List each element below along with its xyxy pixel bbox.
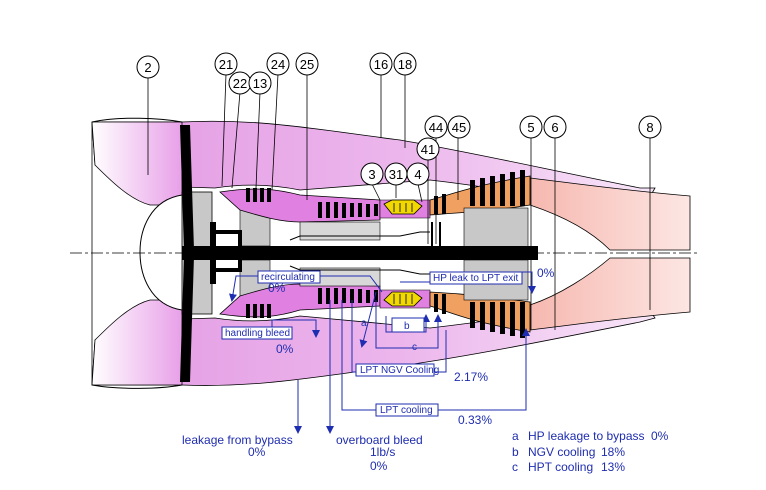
station-31: 31 xyxy=(389,167,403,182)
station-6: 6 xyxy=(551,120,558,135)
inlet-top xyxy=(91,121,183,206)
box-handling-bleed xyxy=(221,326,293,340)
station-45: 45 xyxy=(452,120,466,135)
box-lpt-cooling xyxy=(375,403,439,417)
lpt-ngv-label: LPT NGV Cooling xyxy=(360,365,439,376)
station-leader-lines xyxy=(147,73,651,330)
station-25: 25 xyxy=(300,57,314,72)
legend-value-c: 13% xyxy=(601,460,625,474)
flow-annotation-lines xyxy=(229,271,536,434)
legend-label-b: NGV cooling xyxy=(528,445,595,459)
handling-bleed-label: handling bleed xyxy=(225,328,290,339)
station-3: 3 xyxy=(368,167,375,182)
overboard-unit: 1lb/s xyxy=(370,445,395,459)
station-8: 8 xyxy=(646,120,653,135)
lpt-cooling-value: 0.33% xyxy=(458,413,492,427)
leakage-value: 0% xyxy=(248,445,266,459)
station-markers xyxy=(136,52,662,186)
hp-leak-value: 0% xyxy=(537,266,555,280)
handling-bleed-value: 0% xyxy=(276,342,294,356)
station-41: 41 xyxy=(421,142,435,157)
fan-blade-top xyxy=(180,125,194,250)
recirculating-label: recirculating xyxy=(261,272,315,283)
station-4: 4 xyxy=(414,167,421,182)
box-lpt-ngv xyxy=(355,363,435,377)
lpt-ngv-value: 2.17% xyxy=(454,370,488,384)
overboard-label: overboard bleed xyxy=(336,433,423,447)
hp-leak-label: HP leak to LPT exit xyxy=(433,273,518,284)
combustor-bottom xyxy=(379,289,431,309)
legend-key-b: b xyxy=(512,445,519,459)
leakage-label: leakage from bypass xyxy=(182,433,293,447)
lpt-cooling-label: LPT cooling xyxy=(380,405,433,416)
box-recirculating xyxy=(257,270,321,284)
station-2: 2 xyxy=(144,60,151,75)
station-5: 5 xyxy=(527,120,534,135)
legend-value-a: 0% xyxy=(651,429,669,443)
inlet-bottom xyxy=(91,299,183,386)
station-13: 13 xyxy=(253,76,267,91)
station-21: 21 xyxy=(219,57,233,72)
legend-label-a: HP leakage to bypass xyxy=(528,429,645,443)
turbine-blades-bottom xyxy=(434,294,525,338)
station-16: 16 xyxy=(374,57,388,72)
overboard-value: 0% xyxy=(370,459,388,473)
recirculating-value: 0% xyxy=(268,281,286,295)
station-24: 24 xyxy=(271,57,285,72)
combustor-top xyxy=(379,199,431,219)
legend-value-b: 18% xyxy=(601,445,625,459)
compressor-blades-bottom xyxy=(246,288,378,318)
letter-b: b xyxy=(404,321,410,332)
legend-key-c: c xyxy=(512,460,518,474)
legend: a HP leakage to bypass 0% b NGV cooling … xyxy=(512,429,669,474)
legend-key-a: a xyxy=(512,429,519,443)
letter-c: c xyxy=(412,342,417,353)
station-44: 44 xyxy=(429,120,443,135)
box-hp-leak xyxy=(429,271,523,285)
station-labels: 2 21 22 13 24 25 16 18 44 45 41 3 31 4 5… xyxy=(144,57,653,182)
letter-a: a xyxy=(361,318,367,329)
station-22: 22 xyxy=(233,76,247,91)
compressor-blades-top xyxy=(246,188,378,218)
exhaust-top xyxy=(529,177,691,251)
legend-label-c: HPT cooling xyxy=(528,460,593,474)
station-18: 18 xyxy=(398,57,412,72)
fan-blade-bottom xyxy=(180,256,194,382)
